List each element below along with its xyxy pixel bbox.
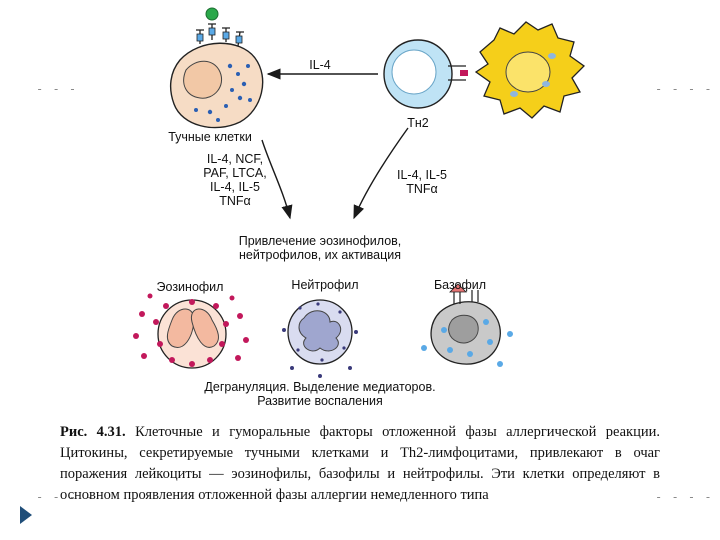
mast-cells-label: Тучные клетки — [168, 130, 252, 144]
figure-ref: Рис. 4.31. — [60, 424, 126, 440]
frame-dash-bottom-right: - - - - — [655, 490, 713, 504]
outcome-label: Дегрануляция. Выделение медиаторов. Разв… — [180, 380, 460, 408]
right-cytokine-line: IL-4, IL-5 — [396, 168, 448, 182]
caption-text: Клеточные и гуморальные факторы отложенн… — [60, 424, 661, 503]
eosinophil-label: Эозинофил — [156, 280, 224, 294]
right-cytokine-line: TNFα — [406, 182, 438, 196]
left-cytokine-line: TNFα — [219, 194, 251, 208]
neutrophil-cell — [282, 299, 358, 378]
slide-marker-arrow-icon — [20, 506, 32, 524]
frame-dash-top-right: - - - - — [655, 82, 713, 96]
il4-top-label: IL-4 — [309, 58, 331, 72]
arrow-mast-to-attraction — [261, 139, 293, 220]
left-cytokine-line: IL-4, IL-5 — [209, 180, 261, 194]
attraction-label: Привлечение эозинофилов, нейтрофилов, их… — [210, 234, 430, 262]
frame-dash-top-left: - - - — [36, 82, 78, 96]
basophil-cell — [421, 283, 513, 367]
basophil-label: Базофил — [433, 278, 487, 292]
arrow-th2-to-attraction — [353, 127, 409, 220]
left-cytokine-line: IL-4, NCF, — [206, 152, 264, 166]
mast-cell — [169, 7, 264, 129]
neutrophil-label: Нейтрофил — [291, 278, 359, 292]
outcome-line: Дегрануляция. Выделение медиаторов. — [204, 380, 436, 394]
apc-cell — [474, 21, 586, 119]
eosinophil-cell — [133, 293, 249, 369]
attraction-line: Привлечение эозинофилов, — [238, 234, 402, 248]
left-cytokine-line: PAF, LTCA, — [203, 166, 267, 180]
th2-label: Тн2 — [407, 116, 429, 130]
figure-caption: Рис. 4.31. Клеточные и гуморальные факто… — [60, 422, 660, 506]
frame-dash-bottom-left: - - - - — [36, 490, 94, 504]
left-cytokines: IL-4, NCF, PAF, LTCA, IL-4, IL-5 TNFα — [190, 152, 280, 208]
right-cytokines: IL-4, IL-5 TNFα — [382, 168, 462, 196]
attraction-line: нейтрофилов, их активация — [238, 248, 402, 262]
th2-cell — [383, 39, 468, 109]
outcome-line: Развитие воспаления — [257, 394, 383, 408]
